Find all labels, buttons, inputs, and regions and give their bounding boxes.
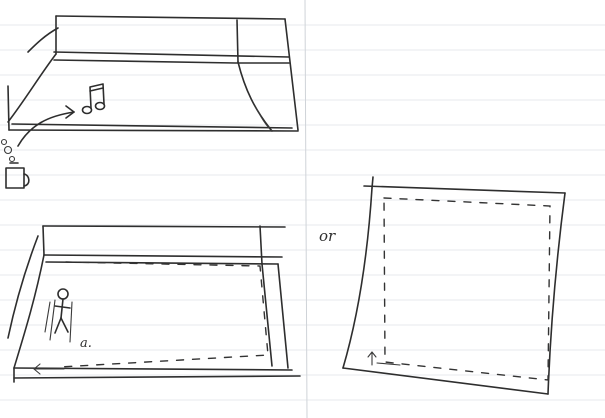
a-label: a. <box>80 336 92 351</box>
page-fold <box>305 0 307 418</box>
kettle-icon <box>2 140 29 189</box>
or-label: or <box>319 227 335 245</box>
top-room-sketch <box>8 16 298 131</box>
right-room-sketch <box>343 177 565 394</box>
bottom-room-sketch <box>8 226 300 382</box>
arrow-icon <box>18 106 74 146</box>
person-icon <box>45 289 72 342</box>
music-note-icon <box>83 84 105 114</box>
